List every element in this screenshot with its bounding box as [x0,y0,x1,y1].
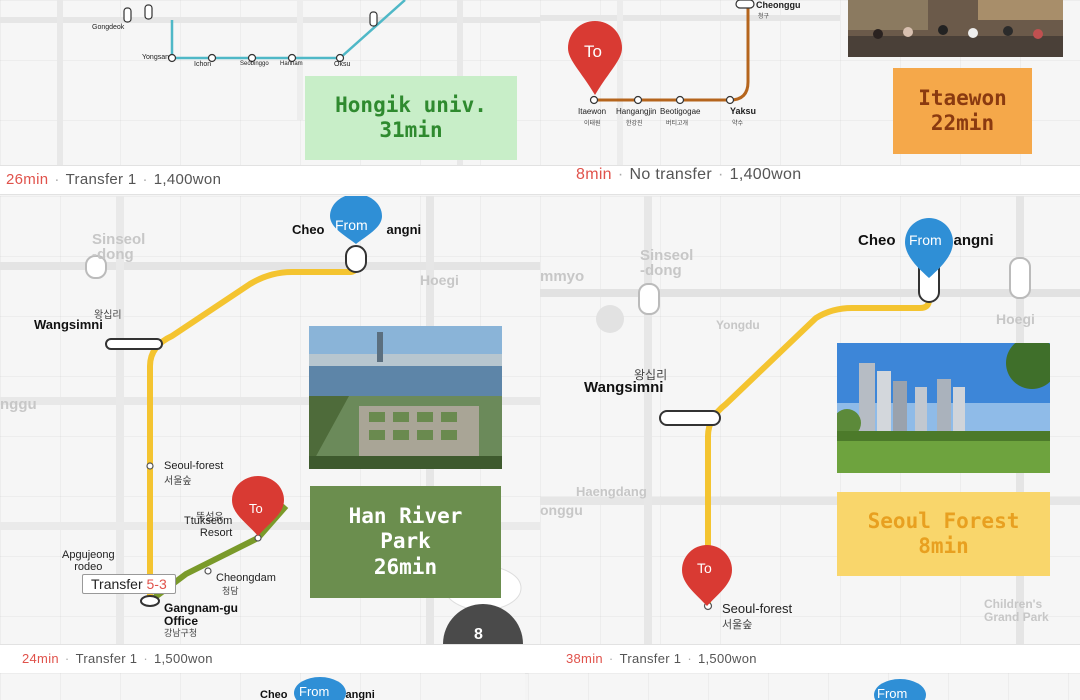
bg-label-nggu: nggu [0,396,37,413]
station-ichon: Ichon [194,61,212,68]
station-cheongdam-hanriver: Cheongdam [216,572,276,584]
pin-to-label-hanriver: To [249,501,263,516]
station-seoulforest-ko-hanriver: 서울숲 [164,476,192,487]
pin-from-hanriver [330,196,382,244]
station-seoulforest-ko-seoulforest: 서울숲 [722,619,753,631]
station-itaewon: Itaewon [578,107,607,116]
subway-map-hongik [0,0,540,165]
station-wangsimni-ko-seoulforest: 왕십리 [634,368,668,382]
pin-to-hanriver [232,476,284,536]
station-beotigogae-ko: 버티고개 [666,121,689,127]
destination-card-itaewon[interactable]: Itaewon 22min [893,68,1032,154]
station-seoulforest-seoulforest: Seoul-forest [722,601,793,616]
bg-label-sinseol: Sinseol -dong [92,231,146,263]
station-yaksu-ko: 약수 [732,121,744,127]
station-oksu: Oksu [334,61,351,68]
station-apgujeong-hanriver: Apgujeong rodeo [62,549,115,573]
transfer-badge-hanriver[interactable]: Transfer 5-3 [82,574,176,594]
map-panel-bottom-right: From [528,673,1080,700]
pin-from-label-bottom-left: From [299,684,330,699]
bg-label-onggu: onggu [540,502,583,518]
station-cheongdam-ko-hanriver: 청담 [222,586,239,596]
route-summary-itaewon[interactable]: 8min·No transfer·1,400won [576,166,802,183]
route-summary-bar-bottom [0,644,1080,674]
photo-itaewon-street [848,0,1063,57]
route-summary-hanriver[interactable]: 24min·Transfer 1·1,500won [22,651,213,666]
station-yaksu: Yaksu [730,106,757,116]
station-gangnamgu-hanriver: Gangnam-gu Office [164,601,238,628]
station-ttukseom-ko-hanriver: 뚝섬유 [196,512,224,523]
station-itaewon-ko: 이태원 [584,121,601,127]
bg-label-hoegi-2: Hoegi [996,311,1035,327]
bg-label-sinseol-2: Sinseol -dong [640,247,694,279]
pin-to-label-seoulforest: To [697,560,712,576]
route-line-hongik [170,0,406,60]
pin-from-label-seoulforest: From [909,232,942,248]
station-gangnamgu-ko-hanriver: 강남구청 [164,628,198,638]
bg-label-childrens-grand-park: Children's Grand Park [984,597,1049,625]
map-panel-seoulforest: Sinseol -dong mmyo Hoegi Haengdang onggu… [540,196,1080,644]
station-beotigogae: Beotigogae [660,107,701,116]
station-seoulforest-hanriver: Seoul-forest [164,460,224,472]
station-cheonggu: Cheonggu [756,0,801,10]
map-panel-hongik: Gongdeok Yongsan Ichon Seobinggo Hannam … [0,0,540,165]
pin-from-bottom-left [294,677,346,700]
bg-label-yongdu: Yongdu [716,318,760,332]
pin-to-seoulforest [682,545,732,606]
station-wangsimni-hanriver: Wangsimni [34,317,103,332]
station-seobinggo: Seobinggo [240,61,269,67]
pin-from-seoulforest [905,218,953,278]
route-summary-seoulforest[interactable]: 38min·Transfer 1·1,500won [566,651,757,666]
route-summary-bar-top [0,165,1080,195]
station-hangangjin: Hangangjin [616,107,657,116]
subway-map-itaewon [540,0,840,165]
photo-han-river-park [309,326,502,469]
pin-from-bottom-right [874,679,926,700]
map-panel-itaewon: To Itaewon 이태원 Hangangjin 한강진 Beotigogae… [540,0,1080,165]
station-hannam: Hannam [280,61,303,67]
photo-seoul-forest [837,343,1050,473]
destination-card-hanriver[interactable]: Han River Park 26min [310,486,501,598]
station-hangangjin-ko: 한강진 [626,121,643,127]
pin-to-label-itaewon: To [584,42,602,61]
bg-label-mmyo: mmyo [540,268,585,285]
expand-button[interactable]: 8 [474,626,483,643]
station-yongsan: Yongsan [142,54,169,61]
bg-label-haengdang: Haengdang [576,484,647,499]
bg-label-hoegi: Hoegi [420,272,459,288]
station-wangsimni-seoulforest: Wangsimni [584,379,664,396]
pin-from-label-hanriver: From [335,217,368,233]
destination-card-hongik[interactable]: Hongik univ. 31min [305,76,517,160]
station-wangsimni-ko-hanriver: 왕십리 [94,310,122,321]
pin-from-label-bottom-right: From [877,686,908,700]
station-gongdeok: Gongdeok [92,24,125,31]
station-ttukseom-hanriver: Ttukseom Resort [184,515,233,539]
pin-to-itaewon [568,21,622,95]
destination-card-seoulforest[interactable]: Seoul Forest 8min [837,492,1050,576]
station-cheonggu-ko: 청구 [758,14,770,20]
route-summary-hongik[interactable]: 26min·Transfer 1·1,400won [6,171,222,188]
